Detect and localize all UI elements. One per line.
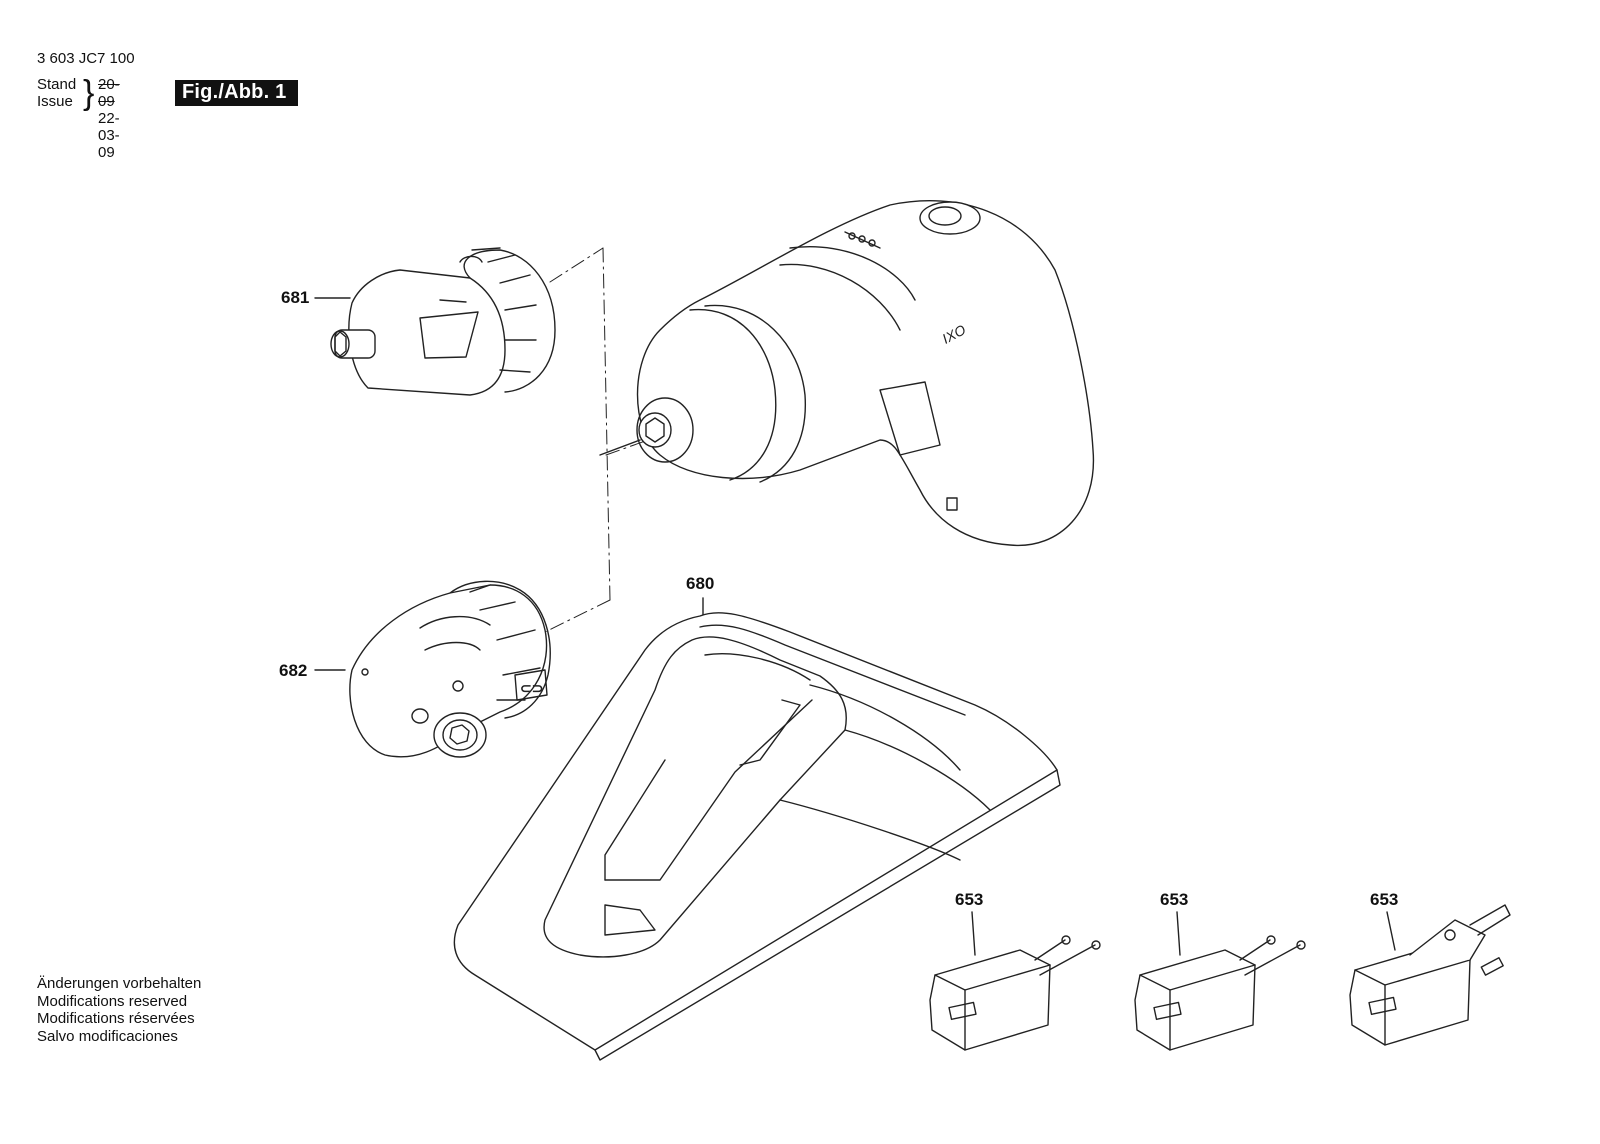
revision-labels: Stand Issue [37, 76, 76, 110]
part-label-682: 682 [279, 661, 308, 680]
stand-label: Stand [37, 76, 77, 93]
brace-symbol: } [83, 74, 95, 112]
part-label-681: 681 [281, 288, 310, 307]
svg-text:⊂⊃: ⊂⊃ [520, 680, 543, 696]
part-label-653-b: 653 [1160, 890, 1189, 909]
note-de: Änderungen vorbehalten [37, 975, 202, 992]
charging-stand-680 [454, 613, 1060, 1060]
modification-notes: Änderungen vorbehalten Modifications res… [37, 975, 201, 1045]
part-label-653-a: 653 [955, 890, 984, 909]
issue-date: 22-03-09 [98, 110, 120, 161]
screwdriver-body: IXO [600, 201, 1093, 546]
issue-label: Issue [37, 93, 73, 110]
leader-653b [1177, 912, 1180, 955]
attachment-682: ⊂⊃ [350, 581, 550, 757]
leader-653a [972, 912, 975, 955]
part-label-680: 680 [686, 574, 715, 593]
revision-dates: 20-09 22-03-09 [98, 76, 120, 161]
figure-label: Fig./Abb. 1 [175, 80, 299, 106]
charger-653-euro-b [1135, 936, 1305, 1050]
stand-date: 20-09 [98, 76, 120, 110]
note-fr: Modifications réservées [37, 1010, 195, 1027]
leader-653c [1387, 912, 1395, 950]
assembly-lines [545, 248, 662, 632]
revision-block: Stand Issue } 20-09 22-03-09 [37, 76, 120, 161]
note-en: Modifications reserved [37, 992, 188, 1010]
charger-653-uk [1350, 905, 1510, 1045]
attachment-681 [331, 248, 555, 395]
part-label-653-c: 653 [1370, 890, 1399, 909]
document-number: 3 603 JC7 100 [37, 50, 135, 67]
note-es: Salvo modificaciones [37, 1027, 178, 1045]
charger-653-euro-a [930, 936, 1100, 1050]
